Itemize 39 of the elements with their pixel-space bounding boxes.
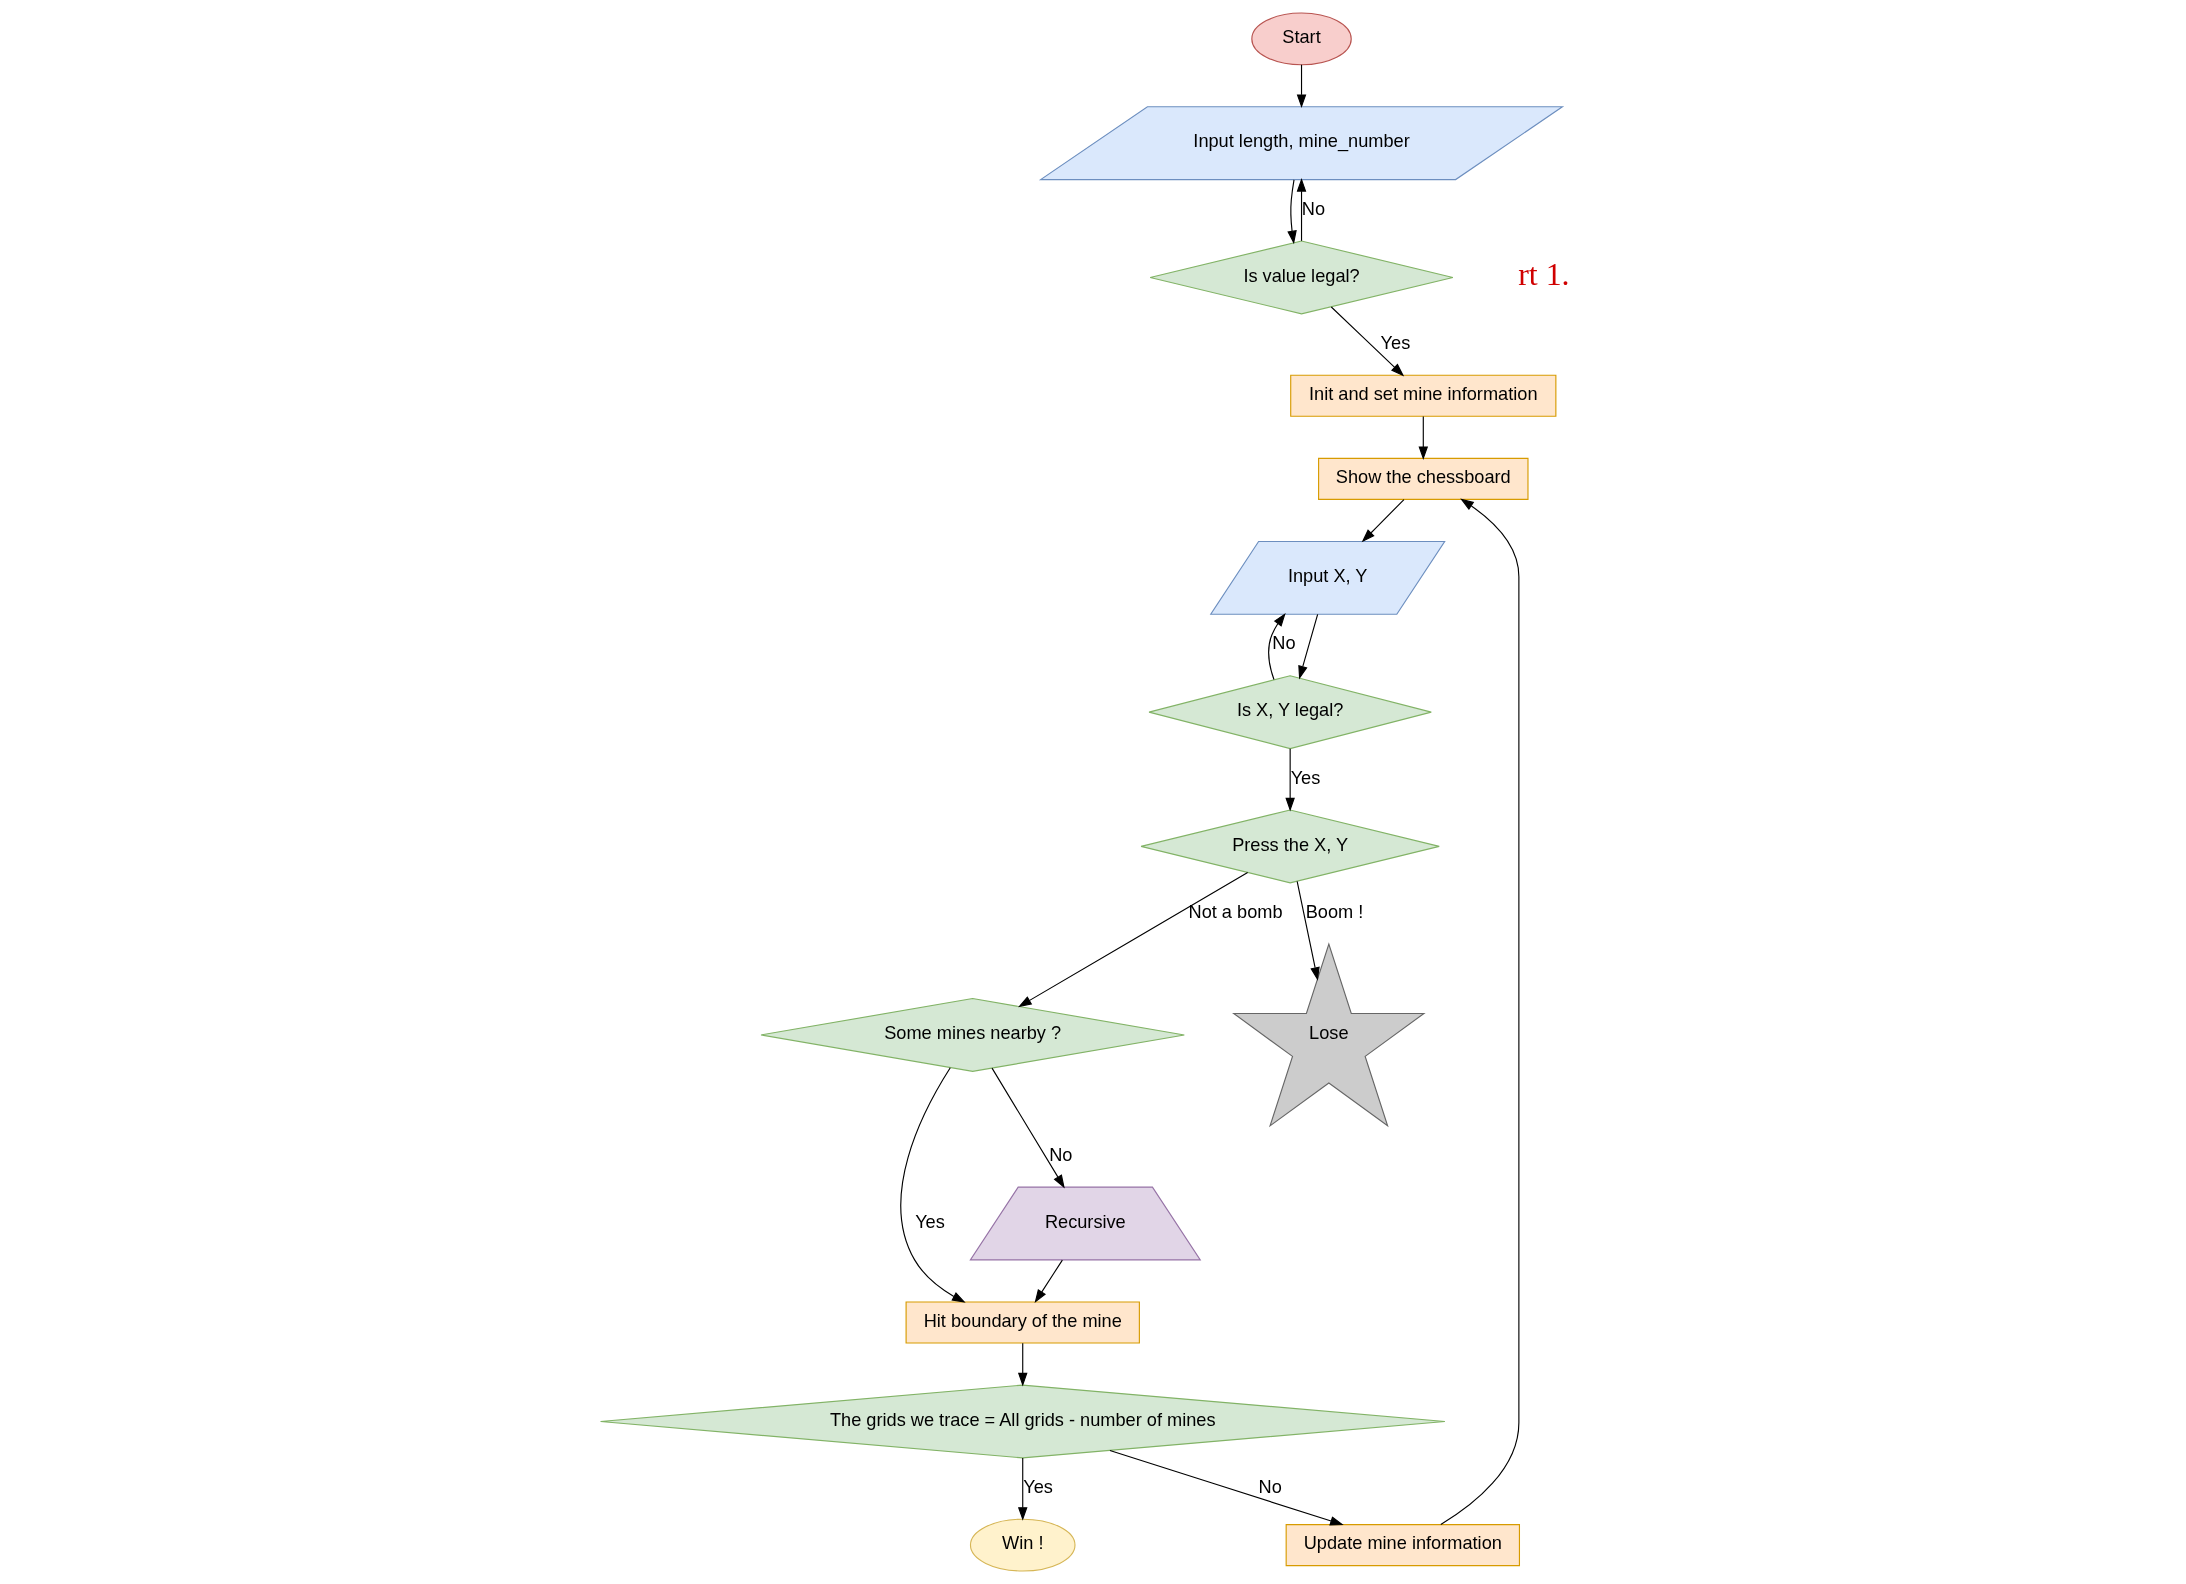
arrow: [1287, 179, 1297, 245]
edge-label: Boom !: [1305, 901, 1364, 922]
arrow: [1298, 613, 1319, 680]
edge-label: No: [1258, 1476, 1282, 1497]
arrow: [1440, 498, 1520, 1526]
arrow: [1109, 1449, 1344, 1526]
arrow: [1018, 871, 1249, 1008]
edge-label: No: [1272, 633, 1296, 654]
arrow: [1268, 612, 1286, 681]
node-diamond: Is X, Y legal?: [1148, 675, 1432, 750]
node-diamond: Is value legal?: [1149, 240, 1454, 315]
edge-label: Yes: [1380, 332, 1411, 353]
arrow: [1361, 499, 1405, 543]
node-diamond: The grids we trace = All grids - number of mines: [599, 1384, 1446, 1459]
edge-label: Yes: [1023, 1476, 1053, 1497]
arrow: [1296, 177, 1307, 242]
arrow: [1296, 880, 1320, 981]
arrow: [991, 1067, 1065, 1189]
node-ellipse: Win !: [969, 1518, 1076, 1572]
edge-label: Yes: [915, 1211, 945, 1232]
node-box: Show the chessboard: [1318, 457, 1529, 500]
edge-label: No: [1301, 198, 1326, 219]
edge-label: Yes: [1290, 767, 1321, 788]
label: rt 1.: [1518, 257, 1570, 293]
edge-label: No: [1049, 1144, 1073, 1165]
edge-label: Not a bomb: [1188, 901, 1283, 922]
arrow: [900, 1067, 966, 1303]
node-box: Update mine information: [1285, 1524, 1520, 1567]
arrow: [1418, 415, 1429, 461]
arrow: [1034, 1259, 1063, 1304]
node-box: Hit boundary of the mine: [905, 1301, 1140, 1344]
node-box: Init and set mine information: [1290, 374, 1557, 417]
arrow: [1330, 306, 1405, 377]
arrow: [1017, 1342, 1028, 1387]
arrow: [1017, 1457, 1028, 1521]
node-ellipse: Start: [1251, 12, 1352, 66]
node-diamond: Press the X, Y: [1140, 809, 1440, 884]
arrow: [1285, 748, 1295, 812]
arrow: [1296, 64, 1307, 109]
